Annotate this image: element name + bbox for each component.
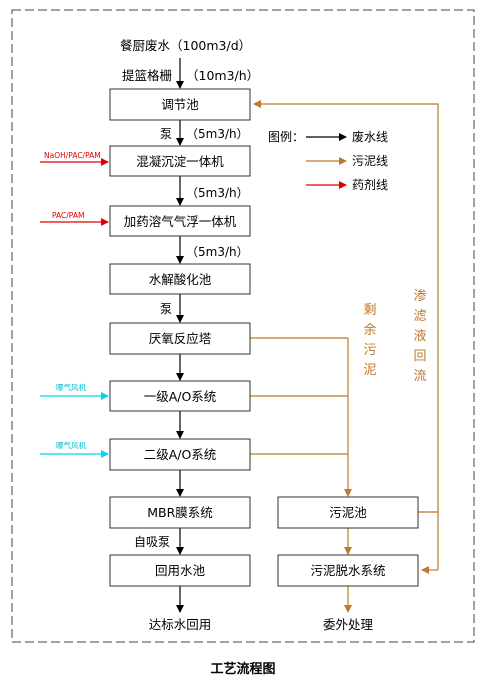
diagram-frame [11, 9, 475, 643]
leachate-return-char-5: 流 [413, 369, 426, 384]
ao1-box [109, 380, 251, 412]
dewatering-label: 污泥脱水系统 [310, 563, 385, 578]
excess-sludge-char-1: 剩 [363, 303, 376, 318]
reuse-output-label: 达标水回用 [149, 617, 212, 632]
flow1-label: （5m3/h） [186, 127, 249, 141]
aeration-lines [40, 392, 109, 458]
screen-flow-label: （10m3/h） [186, 68, 259, 83]
screen-label: 提篮格栅 [122, 68, 172, 83]
legend-water-line: 废水线 [352, 129, 388, 144]
anaerobic-label: 厌氧反应塔 [149, 331, 212, 346]
legend-title: 图例： [268, 130, 304, 144]
flow3-label: （5m3/h） [186, 245, 249, 259]
excess-sludge-char-4: 泥 [363, 363, 376, 378]
sludge-lines [250, 100, 439, 613]
daf-box [109, 205, 251, 237]
leachate-return-char-4: 回 [413, 349, 426, 364]
excess-sludge-char-3: 污 [363, 343, 376, 358]
equalization-tank-label: 调节池 [161, 97, 199, 112]
coag-sed-box [109, 145, 251, 177]
ao1-label: 一级A/O系统 [144, 389, 217, 404]
chem-coag-label: NaOH/PAC/PAM [44, 151, 101, 160]
legend: 图例： 废水线 污泥线 药剂线 [268, 129, 388, 192]
air-ao1-label: 曝气风机 [56, 382, 86, 392]
coag-sed-label: 混凝沉淀一体机 [136, 154, 224, 169]
ao2-label: 二级A/O系统 [144, 447, 217, 462]
anaerobic-box [109, 322, 251, 355]
chemical-lines [40, 158, 109, 226]
legend-chemical-line: 药剂线 [352, 177, 388, 192]
source-label: 餐厨废水（100m3/d） [120, 38, 251, 53]
pump1-label: 泵 [160, 127, 172, 141]
mbr-label: MBR膜系统 [147, 505, 213, 520]
chem-daf-label: PAC/PAM [52, 211, 84, 220]
equalization-tank-box [109, 88, 251, 121]
excess-sludge-char-2: 余 [363, 322, 376, 338]
hydrolysis-box [109, 263, 251, 295]
leachate-return-char-2: 滤 [413, 309, 426, 324]
reuse-tank-label: 回用水池 [155, 563, 206, 578]
dewatering-box [277, 554, 419, 587]
flow2-label: （5m3/h） [186, 186, 249, 200]
daf-label: 加药溶气气浮一体机 [124, 214, 237, 229]
mbr-box [109, 496, 251, 529]
hydrolysis-label: 水解酸化池 [149, 272, 212, 287]
legend-sludge-line: 污泥线 [352, 154, 388, 168]
sludge-tank-box [277, 496, 419, 529]
ao2-box [109, 438, 251, 471]
reuse-tank-box [109, 554, 251, 587]
diagram-caption: 工艺流程图 [210, 661, 275, 677]
leachate-return-char-3: 液 [413, 329, 426, 344]
air-ao2-label: 曝气风机 [56, 440, 86, 450]
leachate-return-char-1: 渗 [413, 289, 426, 304]
pump2-label: 泵 [160, 302, 172, 316]
self-pump-label: 自吸泵 [134, 535, 170, 549]
sludge-tank-label: 污泥池 [329, 505, 367, 520]
outsource-output-label: 委外处理 [323, 617, 374, 632]
